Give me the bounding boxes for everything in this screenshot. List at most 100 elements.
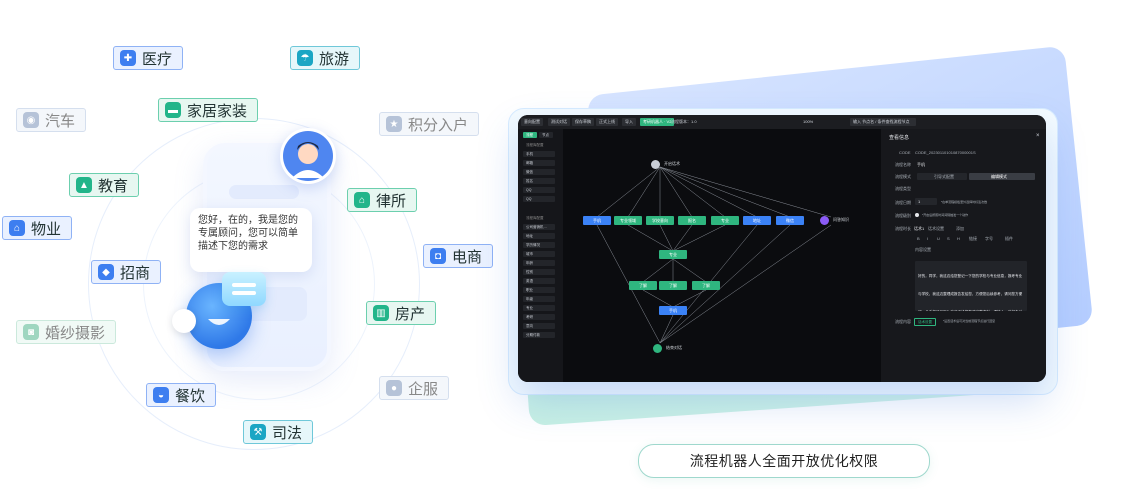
editor-tool[interactable]: H (957, 236, 960, 241)
editor-tool[interactable]: 链接 (969, 236, 977, 241)
field-label: 流程类型 (895, 186, 911, 191)
toolbar-button[interactable]: 导入 (622, 118, 636, 126)
list-item[interactable]: 意向 (523, 323, 555, 329)
qa-node-label: 问答知识 (833, 217, 849, 222)
list-item[interactable]: 邮箱 (523, 160, 555, 166)
flow-node[interactable]: 专业领域 (614, 216, 642, 225)
tag-property[interactable]: ⌂物业 (2, 216, 73, 240)
tag-investment[interactable]: ◆招商 (91, 260, 162, 284)
flow-node[interactable]: 专业 (711, 216, 739, 225)
tag-points[interactable]: ★积分入户 (379, 112, 480, 136)
content-tab[interactable]: 话术1 (914, 226, 925, 231)
sub-label: 内容设置 (915, 247, 931, 252)
chat-bubble: 您好，在的，我是您的专属顾问，您可以简单描述下您的需求 (190, 208, 312, 272)
list-item[interactable]: 城市 (523, 251, 555, 257)
editor-tool[interactable]: S (947, 236, 950, 241)
search-input[interactable]: 输入 节点名 / 条件查找流程节点 (850, 118, 916, 126)
flow-node[interactable]: 了解 (629, 281, 657, 290)
umbrella-icon: ☂ (297, 50, 313, 66)
list-item[interactable]: 微信 (523, 169, 555, 175)
tag-judicial[interactable]: ⚒司法 (243, 420, 314, 444)
flow-node[interactable]: 学校意向 (646, 216, 674, 225)
tag-catering[interactable]: ◒餐饮 (146, 383, 217, 407)
list-item[interactable]: 专业 (523, 305, 555, 311)
list-item[interactable]: 公司营销机… (523, 224, 555, 230)
flow-node[interactable]: 了解 (659, 281, 687, 290)
tag-education[interactable]: ▲教育 (69, 173, 140, 197)
flow-node[interactable]: 手机 (583, 216, 611, 225)
flow-node[interactable]: 地址 (743, 216, 771, 225)
toolbar-button[interactable]: 正式上线 (596, 118, 618, 126)
field-label: 流程内容 (895, 319, 911, 324)
tag-wedding[interactable]: ◙婚纱摄影 (16, 320, 117, 344)
list-item[interactable]: 学历情况 (523, 242, 555, 248)
tag-medical[interactable]: ✚医疗 (113, 46, 184, 70)
tab-node[interactable]: 节点 (539, 132, 553, 138)
flow-node[interactable]: 手机 (659, 306, 687, 315)
tag-law[interactable]: ⌂律所 (347, 188, 418, 212)
list-item[interactable]: 年龄 (523, 260, 555, 266)
editor-tool[interactable]: 字号 (985, 236, 993, 241)
flow-canvas[interactable]: 开启话术 手机 专业领域 学校意向 报名 专业 地址 微信 问答知识 专业 了解… (563, 129, 881, 382)
graduation-cap-icon: ▲ (76, 177, 92, 193)
tag-label: 司法 (272, 424, 303, 442)
list-item[interactable]: 职业 (523, 287, 555, 293)
tag-label: 积分入户 (408, 116, 469, 134)
list-item[interactable]: 分期付款 (523, 332, 555, 338)
tag-realestate[interactable]: ▥房产 (366, 301, 437, 325)
content-text: 好的，同学，我这边给您登记一下您的学校与专业信息，报考专业与学校，我这边整理成报… (918, 274, 1023, 311)
mode-option[interactable]: 引导式配置 (917, 173, 967, 180)
list-item[interactable]: 性别 (523, 269, 555, 275)
footer-button[interactable]: 话术设置 (914, 318, 936, 326)
caption-text: 流程机器人全面开放优化权限 (689, 453, 879, 469)
chat-bubble-text: 您好，在的，我是您的专属顾问，您可以简单描述下您的需求 (198, 215, 298, 252)
tag-ecommerce[interactable]: ◘电商 (423, 244, 494, 268)
tag-home[interactable]: ▬家居家装 (158, 98, 259, 122)
date-input[interactable]: 1 (915, 198, 937, 205)
flow-node[interactable]: 专业 (659, 250, 687, 259)
qa-node[interactable]: 问答知识 (820, 215, 849, 225)
list-item[interactable]: 手机 (523, 151, 555, 157)
list-item[interactable]: 年级 (523, 296, 555, 302)
flow-node[interactable]: 了解 (692, 281, 720, 290)
zoom-label[interactable]: 100% (803, 119, 814, 124)
message-card-icon (222, 272, 266, 306)
tag-auto[interactable]: ◉汽车 (16, 108, 87, 132)
avatar (280, 128, 336, 184)
list-item[interactable]: 地址 (523, 233, 555, 239)
shield-icon: ✚ (120, 50, 136, 66)
tag-travel[interactable]: ☂旅游 (290, 46, 361, 70)
flow-node[interactable]: 微信 (776, 216, 804, 225)
editor-tool[interactable]: 插件 (1005, 236, 1013, 241)
list-item[interactable]: 姓名 (523, 178, 555, 184)
toolbar-button[interactable]: 意向配置 (521, 118, 543, 126)
list-item[interactable]: 英语 (523, 278, 555, 284)
content-textarea[interactable]: 好的，同学，我这边给您登记一下您的学校与专业信息，报考专业与学校，我这边整理成报… (915, 261, 1027, 311)
list-item[interactable]: QQ (523, 196, 555, 202)
end-node[interactable]: 结束对话 (653, 343, 682, 353)
list-item[interactable]: 考研 (523, 314, 555, 320)
section-title: 流程库配置 (526, 143, 544, 147)
robot-name-badge: 考研机器人 · V2 (640, 118, 675, 126)
editor-tool[interactable]: I (927, 236, 929, 241)
tag-label: 婚纱摄影 (45, 324, 106, 342)
toolbar-button[interactable]: 保存草稿 (572, 118, 594, 126)
flow-node[interactable]: 报名 (678, 216, 706, 225)
level-toggle[interactable] (915, 213, 919, 217)
close-icon[interactable]: × (1036, 133, 1040, 139)
field-label: 流程级别 (895, 213, 911, 218)
mode-option[interactable]: 编辑模式 (969, 173, 1035, 180)
code-label: CODE (899, 150, 911, 155)
tag-label: 电商 (452, 248, 483, 266)
list-item[interactable]: QQ (523, 187, 555, 193)
content-tab[interactable]: 添加 (956, 226, 964, 231)
content-tab[interactable]: 话术设置 (928, 226, 944, 231)
name-value: 手机 (917, 162, 925, 167)
tab-flow[interactable]: 流程 (523, 132, 537, 138)
editor-tool[interactable]: U (937, 236, 940, 241)
start-node[interactable]: 开启话术 (651, 159, 680, 169)
tag-enterprise[interactable]: ●企服 (379, 376, 450, 400)
editor-tool[interactable]: B (917, 236, 920, 241)
tag-label: 企服 (408, 380, 439, 398)
toolbar-button[interactable]: 测试对话 (548, 118, 570, 126)
